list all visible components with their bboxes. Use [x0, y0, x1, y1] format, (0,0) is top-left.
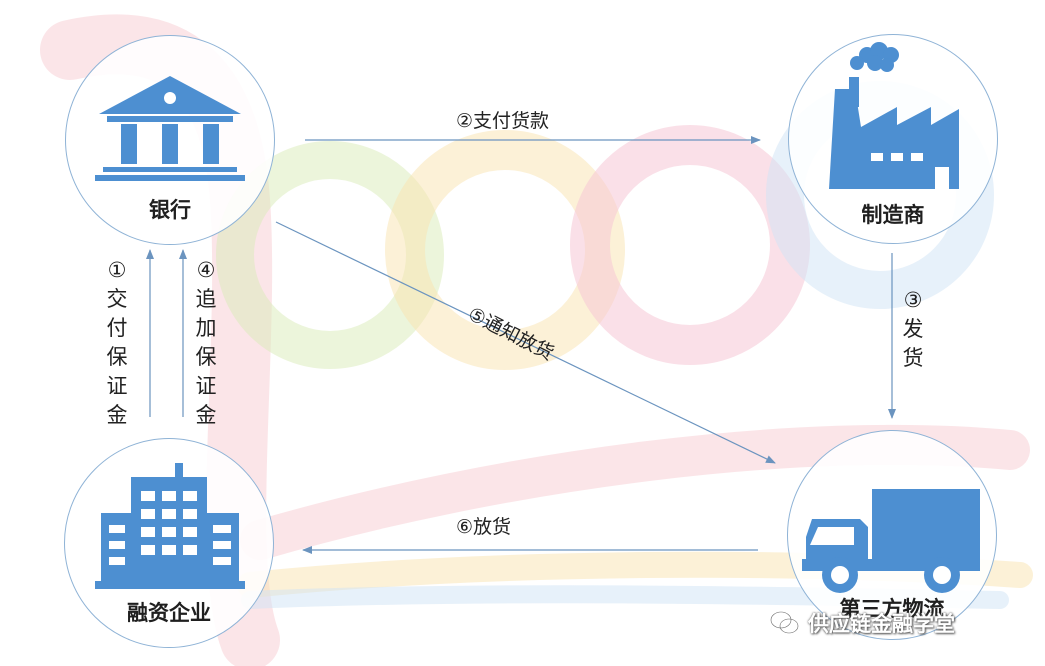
bank-icon — [95, 76, 245, 181]
vlabel-char: 追 — [195, 287, 217, 311]
edge-label-pay-goods: ②支付货款 — [456, 110, 550, 132]
vlabel-char: 证 — [195, 374, 217, 398]
vlabel-char: 保 — [195, 345, 217, 369]
vlabel-char: ① — [107, 258, 127, 282]
vlabel-pay-deposit: ① 交 付 保 证 金 — [103, 256, 131, 430]
bank-label: 银行 — [149, 198, 191, 222]
vlabel-char: 保 — [106, 345, 128, 369]
vlabel-add-deposit: ④ 追 加 保 证 金 — [192, 256, 220, 430]
office-building-icon — [95, 463, 245, 589]
factory-icon — [829, 42, 959, 189]
bank-node: 银行 — [65, 35, 275, 245]
edge-label-release: ⑥放货 — [456, 516, 512, 538]
watermark-text: 供应链金融学堂 — [808, 612, 955, 636]
vlabel-char: 发 — [902, 317, 924, 341]
vlabel-ship: ③ 发 货 — [899, 286, 927, 373]
arrow-notify-release — [275, 221, 776, 464]
vlabel-char: 交 — [106, 287, 128, 311]
vlabel-char: 货 — [902, 346, 924, 370]
vlabel-char: 金 — [106, 403, 128, 427]
vlabel-char: 加 — [195, 316, 217, 340]
vlabel-char: ③ — [903, 288, 923, 312]
vlabel-char: 金 — [195, 403, 217, 427]
manufacturer-node: 制造商 — [788, 34, 998, 244]
enterprise-label: 融资企业 — [127, 601, 211, 625]
logistics-node: 第三方物流 — [787, 430, 997, 640]
truck-icon — [802, 489, 980, 593]
logistics-label: 第三方物流 — [839, 597, 945, 621]
manufacturer-label: 制造商 — [861, 203, 925, 227]
vlabel-char: ④ — [196, 258, 216, 282]
wechat-icon — [770, 611, 799, 634]
enterprise-node: 融资企业 — [64, 438, 274, 648]
watermark: 供应链金融学堂 — [770, 606, 955, 640]
vlabel-char: 证 — [106, 374, 128, 398]
vlabel-char: 付 — [106, 316, 128, 340]
